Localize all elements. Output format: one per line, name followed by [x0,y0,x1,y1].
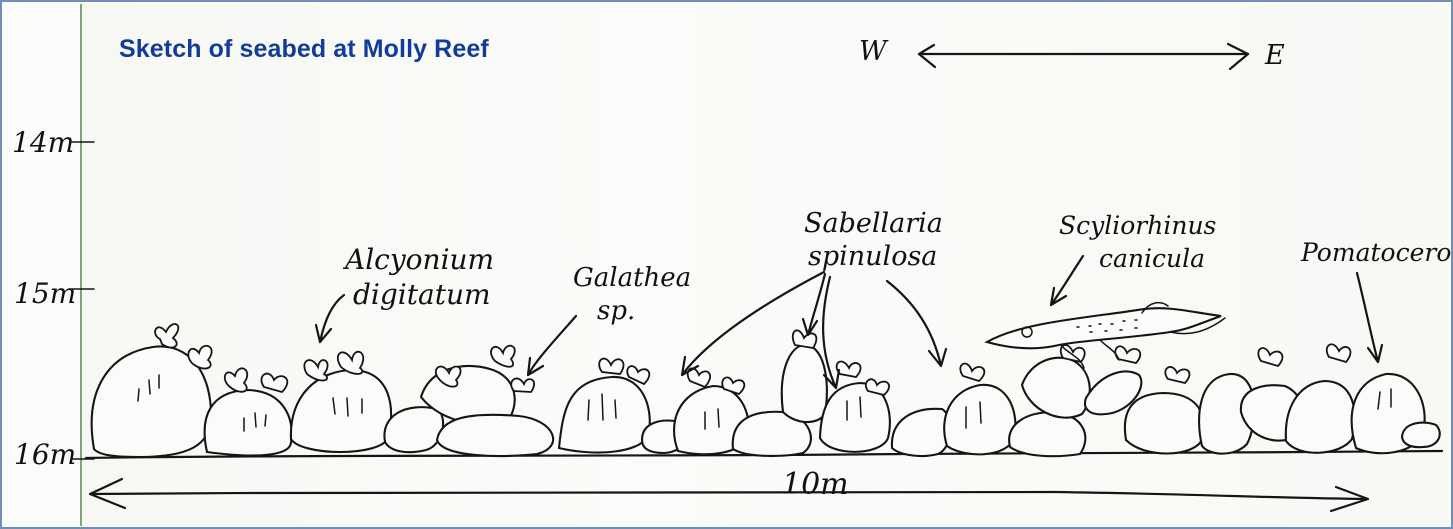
scale-line [90,492,1367,499]
depth-14m: 14m [12,126,74,159]
scyliorhinus-label-line-1: Scyliorhinus [1059,211,1216,240]
depth-scale: 14m 15m 16m [12,126,94,471]
pomatoceros-label: Pomatoceros [1300,238,1453,267]
compass: W E [859,36,1285,71]
depth-15m: 15m [14,277,76,310]
alcyonium-label-line-1: Alcyonium [342,243,494,276]
alcyonium-label-line-2: digitatum [353,278,491,311]
west-arrowhead [919,45,935,67]
east-arrowhead [1228,44,1248,69]
sabellaria-label-line-1: Sabellaria [804,208,943,239]
west-label: W [859,36,889,67]
boulders [92,344,1440,457]
depth-16m: 16m [14,438,76,471]
east-label: E [1264,40,1285,71]
galathea-label-line-1: Galathea [573,263,691,293]
sabellaria-label-line-2: spinulosa [808,241,937,272]
dogfish-sketch [987,303,1225,368]
galathea-label-line-2: sp. [597,296,635,326]
scale-bar: 10m [90,467,1368,511]
scyliorhinus-label-line-2: canicula [1099,244,1205,273]
scale-label: 10m [782,467,849,502]
species-labels: Alcyonium digitatum Galathea sp. Sabella… [342,208,1453,326]
